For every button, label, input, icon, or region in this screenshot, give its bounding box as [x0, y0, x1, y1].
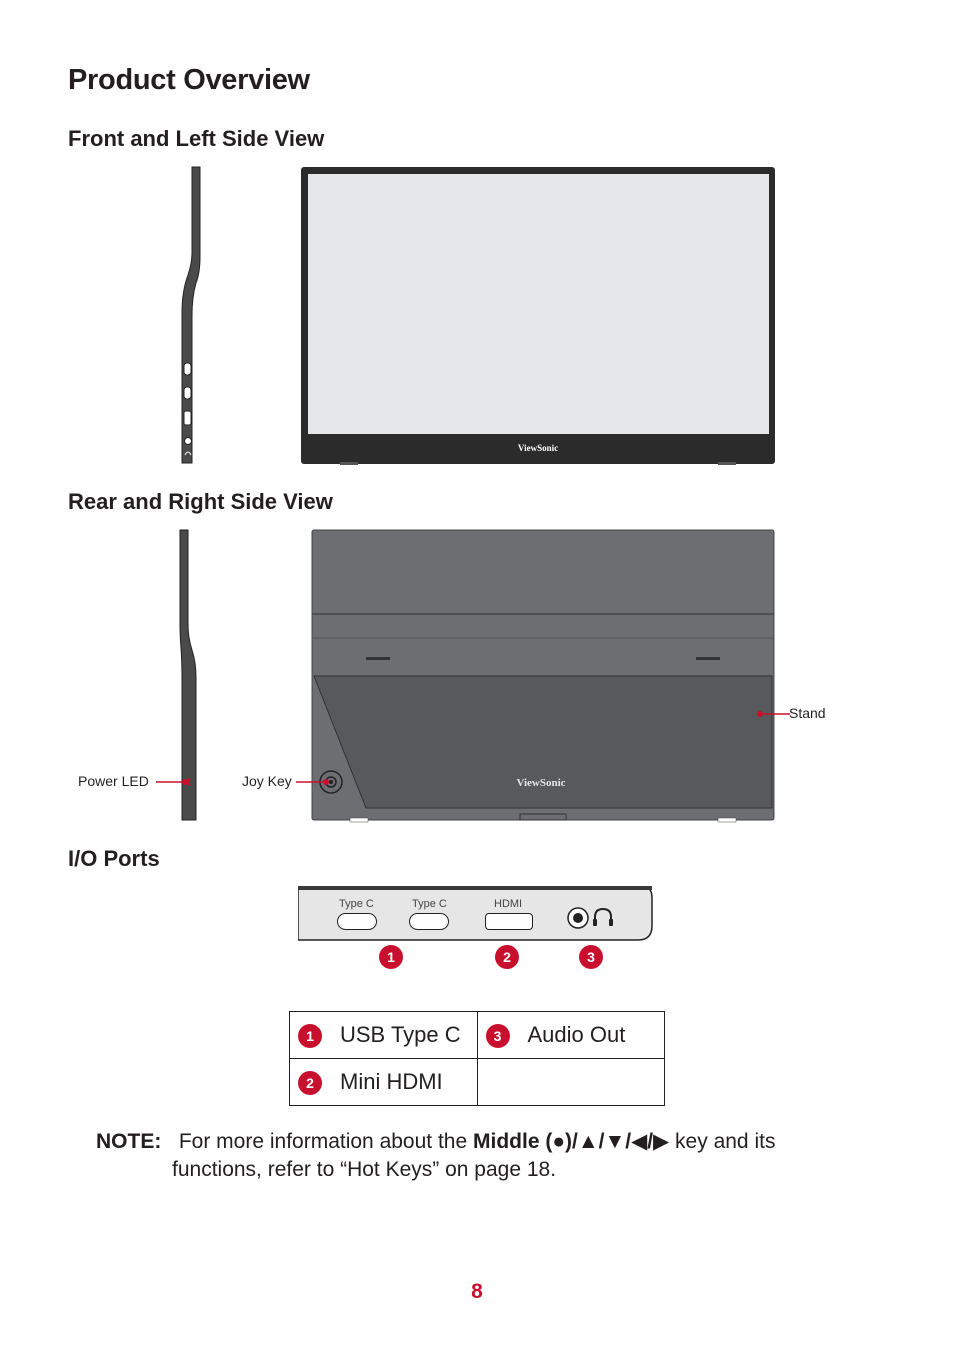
note-text-line2: functions, refer to “Hot Keys” on page 1…	[172, 1158, 557, 1181]
legend-cell-audio-out: 3 Audio Out	[476, 1011, 665, 1059]
port-label-type-c-2: Type C	[412, 898, 447, 910]
screen	[308, 174, 769, 434]
callout-lines	[156, 711, 790, 785]
power-led-indicator	[187, 778, 190, 786]
legend-label-mini-hdmi: Mini HDMI	[340, 1069, 443, 1094]
legend-row: 2 Mini HDMI	[289, 1058, 665, 1106]
legend-row: 1 USB Type C 3 Audio Out	[289, 1011, 665, 1059]
note-bold-keys: Middle (●)/▲/▼/◀/▶	[473, 1130, 670, 1153]
section-heading-front: Front and Left Side View	[68, 126, 325, 151]
front-view-illustration: ViewSonic	[301, 167, 775, 465]
section-heading-rear: Rear and Right Side View	[68, 489, 333, 514]
legend-cell-mini-hdmi: 2 Mini HDMI	[289, 1058, 478, 1106]
usb-type-c-port-2	[409, 913, 449, 930]
usb-type-c-port-1	[337, 913, 377, 930]
io-port-panel: Type C Type C HDMI	[298, 886, 654, 942]
left-audio-jack	[184, 437, 192, 445]
port-legend-table: 1 USB Type C 3 Audio Out 2 Mini HDMI	[289, 1011, 665, 1106]
rear-brand-logo: ViewSonic	[516, 777, 565, 789]
mini-hdmi-port	[485, 913, 533, 930]
left-side-view-illustration	[181, 166, 201, 464]
left-hdmi-port	[183, 410, 192, 426]
page-title: Product Overview	[68, 64, 310, 96]
left-usbc-port-2	[183, 386, 192, 400]
audio-jack-icon	[567, 907, 613, 929]
legend-cell-empty	[476, 1058, 665, 1106]
section-heading-io: I/O Ports	[68, 846, 160, 871]
page-number: 8	[471, 1280, 483, 1303]
legend-badge-1: 1	[298, 1024, 322, 1048]
left-usbc-port-1	[183, 362, 192, 376]
legend-label-audio-out: Audio Out	[527, 1022, 626, 1047]
note-text-after: key and its	[669, 1130, 776, 1153]
note-paragraph: NOTE: For more information about the Mid…	[96, 1128, 856, 1184]
legend-label-usb-type-c: USB Type C	[340, 1022, 461, 1047]
rear-view-illustration: ViewSonic	[311, 529, 775, 823]
legend-cell-usb-type-c: 1 USB Type C	[289, 1011, 478, 1059]
legend-badge-3: 3	[485, 1024, 510, 1048]
port-badge-1: 1	[379, 945, 403, 969]
front-brand-logo: ViewSonic	[518, 443, 558, 453]
joy-key-callout-label: Joy Key	[242, 773, 292, 789]
port-badge-3: 3	[579, 945, 603, 969]
power-led-callout-label: Power LED	[78, 773, 149, 789]
stand	[313, 675, 773, 809]
right-side-view-illustration	[179, 529, 197, 821]
port-label-hdmi: HDMI	[494, 898, 523, 910]
legend-badge-2: 2	[298, 1071, 322, 1095]
port-label-type-c-1: Type C	[339, 898, 374, 910]
stand-callout-label: Stand	[789, 705, 826, 721]
port-badge-2: 2	[495, 945, 519, 969]
note-label: NOTE:	[96, 1130, 162, 1153]
note-text-before: For more information about the	[178, 1130, 473, 1153]
